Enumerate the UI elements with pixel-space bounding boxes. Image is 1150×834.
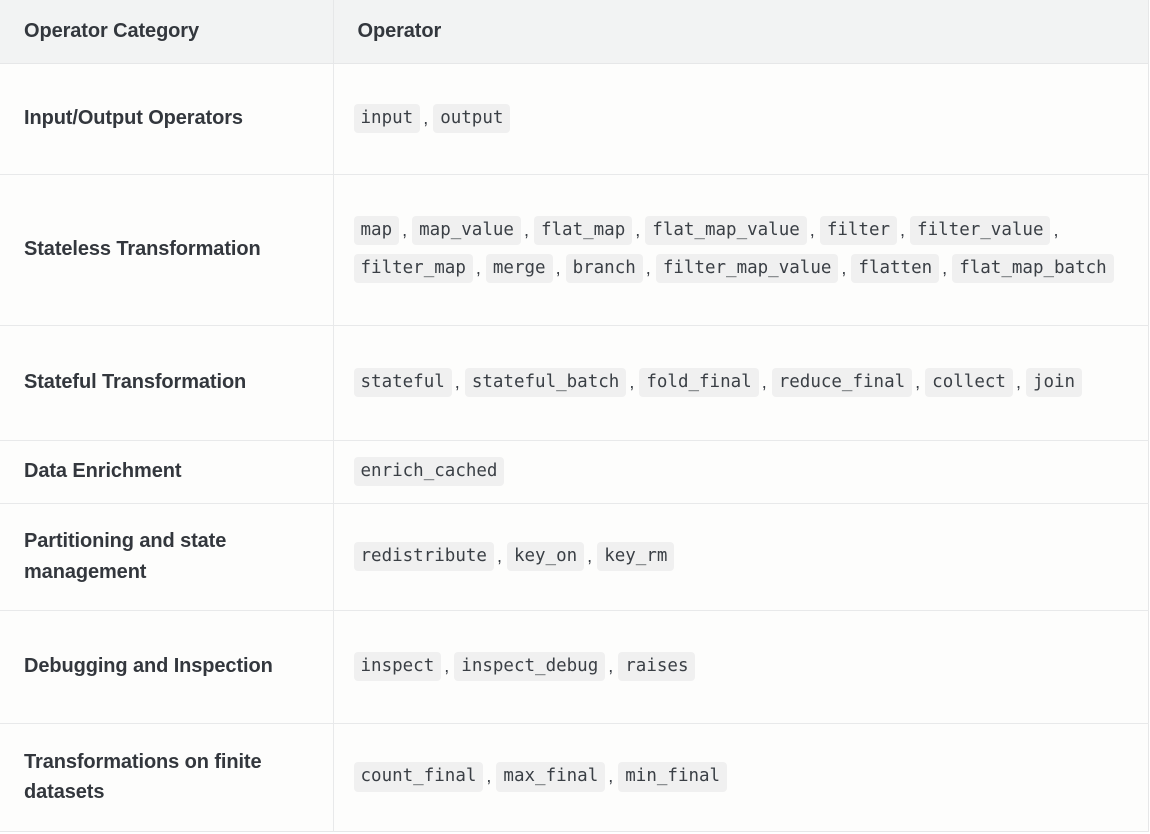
operator-chip: map_value	[412, 216, 521, 246]
operator-category-cell: Data Enrichment	[0, 440, 334, 504]
operator-chip: stateful	[353, 367, 452, 398]
operator-chip: flat_map_value	[645, 216, 807, 246]
operator-category-cell: Stateless Transformation	[0, 174, 334, 326]
operator-chip: collect	[925, 367, 1013, 398]
operator-separator: ,	[645, 257, 651, 278]
operator-chip: input	[353, 103, 421, 134]
operator-separator: ,	[1015, 371, 1021, 392]
operator-chip: inspect	[353, 651, 442, 682]
operator-chip: filter_value	[910, 216, 1051, 246]
operator-chip: join	[1025, 367, 1083, 398]
operator-separator: ,	[841, 257, 847, 278]
operator-separator: ,	[635, 220, 641, 241]
operator-separator: ,	[475, 257, 481, 278]
operator-chip: filter	[819, 216, 898, 246]
operator-chip: key_rm	[597, 541, 675, 572]
operator-separator: ,	[608, 766, 614, 787]
operator-chip: stateful_batch	[464, 367, 627, 398]
operator-separator: ,	[486, 766, 492, 787]
operator-chip: flat_map_batch	[952, 253, 1114, 283]
operator-chip: inspect_debug	[454, 651, 606, 682]
operator-chip: filter_map_value	[655, 253, 839, 283]
operator-chip: reduce_final	[771, 367, 913, 398]
operator-chip: enrich_cached	[353, 456, 505, 487]
operator-list-cell: enrich_cached	[333, 440, 1148, 504]
operator-separator: ,	[942, 257, 948, 278]
operator-separator: ,	[402, 220, 408, 241]
operator-separator: ,	[915, 371, 921, 392]
table-header-row: Operator Category Operator	[0, 0, 1148, 64]
table-row: Data Enrichment enrich_cached	[0, 440, 1148, 504]
operator-category-cell: Debugging and Inspection	[0, 610, 334, 724]
operator-separator: ,	[587, 545, 593, 566]
operator-separator: ,	[496, 545, 502, 566]
operator-category-cell: Stateful Transformation	[0, 325, 334, 441]
operator-chip: filter_map	[353, 253, 473, 283]
operator-list-cell: redistribute,key_on,key_rm	[333, 503, 1148, 611]
operator-chip: redistribute	[353, 541, 494, 572]
operator-chip: key_on	[506, 541, 585, 572]
operator-separator: ,	[1053, 220, 1059, 241]
operator-separator: ,	[761, 371, 767, 392]
operator-list-cell: count_final,max_final,min_final	[333, 723, 1148, 831]
operator-separator: ,	[900, 220, 906, 241]
operator-separator: ,	[423, 107, 429, 128]
operator-list-cell: stateful,stateful_batch,fold_final,reduc…	[333, 325, 1148, 441]
operator-chip: map	[353, 216, 400, 246]
operator-list-cell: map,map_value,flat_map,flat_map_value,fi…	[333, 174, 1148, 326]
operator-list-cell: input,output	[333, 63, 1148, 175]
operator-category-cell: Input/Output Operators	[0, 63, 334, 175]
operator-separator: ,	[523, 220, 529, 241]
operator-separator: ,	[555, 257, 561, 278]
operator-chip: max_final	[496, 762, 606, 792]
operator-category-cell: Transformations on finite datasets	[0, 723, 334, 831]
column-header-operator: Operator	[333, 0, 1148, 64]
operator-separator: ,	[629, 371, 635, 392]
operator-separator: ,	[809, 220, 815, 241]
operator-category-cell: Partitioning and state management	[0, 503, 334, 611]
operator-chip: branch	[565, 253, 643, 283]
operator-chip: flatten	[851, 253, 940, 283]
operator-chip: merge	[485, 253, 553, 283]
table-header: Operator Category Operator	[0, 0, 1148, 64]
operator-chip: fold_final	[639, 367, 759, 398]
operator-chip: count_final	[353, 762, 484, 792]
operator-separator: ,	[608, 655, 614, 676]
operator-chip: output	[433, 103, 511, 134]
operator-chip: min_final	[618, 762, 728, 792]
operator-chip: raises	[618, 651, 696, 682]
operator-chip: flat_map	[533, 216, 633, 246]
column-header-operator-category: Operator Category	[0, 0, 334, 64]
operator-separator: ,	[444, 655, 450, 676]
operator-list-cell: inspect,inspect_debug,raises	[333, 610, 1148, 724]
operator-separator: ,	[454, 371, 460, 392]
